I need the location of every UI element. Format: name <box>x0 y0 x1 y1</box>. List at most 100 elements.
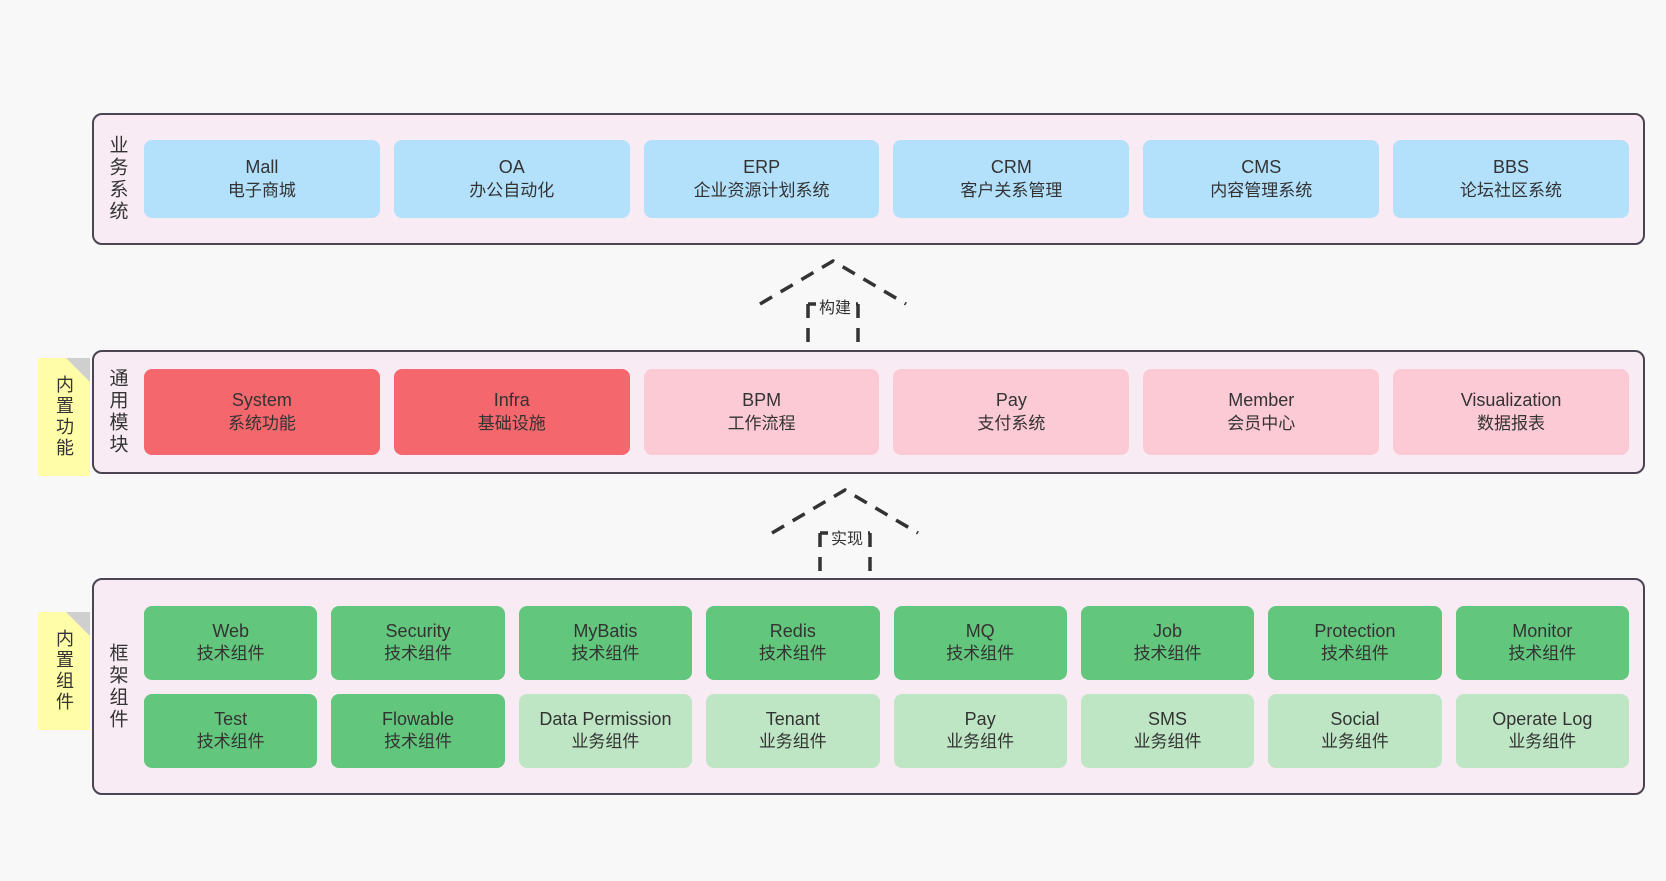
sticky-note-builtin-component: 内置组件 <box>38 612 90 730</box>
node-title: ERP <box>743 157 781 178</box>
node-monitor[interactable]: Monitor 技术组件 <box>1455 605 1629 680</box>
node-pay-component[interactable]: Pay 业务组件 <box>893 693 1067 768</box>
node-subtitle: 论坛社区系统 <box>1460 180 1563 200</box>
layer-common-module: 通用模块 System 系统功能 Infra 基础设施 BPM 工作流程 Pay… <box>92 350 1645 474</box>
node-title: Web <box>212 620 250 641</box>
node-title: Operate Log <box>1492 708 1593 729</box>
node-subtitle: 支付系统 <box>977 413 1046 433</box>
node-subtitle: 技术组件 <box>1320 644 1389 664</box>
layer-body-common-module: System 系统功能 Infra 基础设施 BPM 工作流程 Pay 支付系统… <box>140 352 1643 472</box>
node-title: Security <box>385 620 451 641</box>
node-title: Infra <box>493 390 530 411</box>
node-title: BBS <box>1493 157 1530 178</box>
node-security[interactable]: Security 技术组件 <box>331 605 505 680</box>
node-title: Mall <box>245 157 279 178</box>
node-subtitle: 会员中心 <box>1227 413 1296 433</box>
connector-build: 构建 <box>758 258 908 348</box>
node-title: MyBatis <box>573 620 638 641</box>
node-subtitle: 客户关系管理 <box>960 180 1063 200</box>
node-subtitle: 技术组件 <box>1133 644 1202 664</box>
node-title: Redis <box>769 620 816 641</box>
node-title: Test <box>214 708 248 729</box>
box-row: System 系统功能 Infra 基础设施 BPM 工作流程 Pay 支付系统… <box>144 369 1629 455</box>
node-subtitle: 企业资源计划系统 <box>693 180 830 200</box>
node-system[interactable]: System 系统功能 <box>144 369 380 455</box>
node-title: Monitor <box>1512 620 1573 641</box>
node-subtitle: 工作流程 <box>727 413 796 433</box>
node-subtitle: 办公自动化 <box>469 180 555 200</box>
layer-body-framework-component: Web 技术组件 Security 技术组件 MyBatis 技术组件 Redi… <box>140 580 1643 793</box>
sticky-note-label: 内置组件 <box>54 629 74 713</box>
node-subtitle: 电子商城 <box>227 180 296 200</box>
node-sms[interactable]: SMS 业务组件 <box>1080 693 1255 768</box>
layer-label-framework-component: 框架组件 <box>106 642 128 731</box>
node-subtitle: 业务组件 <box>1320 732 1389 752</box>
node-oa[interactable]: OA 办公自动化 <box>393 140 630 218</box>
node-title: Protection <box>1314 620 1396 641</box>
node-subtitle: 技术组件 <box>758 644 827 664</box>
box-row: Web 技术组件 Security 技术组件 MyBatis 技术组件 Redi… <box>144 605 1629 680</box>
node-operate-log[interactable]: Operate Log 业务组件 <box>1455 693 1629 768</box>
node-erp[interactable]: ERP 企业资源计划系统 <box>643 140 880 218</box>
node-subtitle: 技术组件 <box>571 644 640 664</box>
node-member[interactable]: Member 会员中心 <box>1143 369 1380 455</box>
connector-implement: 实现 <box>770 487 920 577</box>
node-title: OA <box>498 157 525 178</box>
sticky-note-label: 内置功能 <box>54 375 74 459</box>
connector-build-label: 构建 <box>816 294 855 318</box>
node-title: Visualization <box>1460 390 1562 411</box>
node-mq[interactable]: MQ 技术组件 <box>893 605 1067 680</box>
node-subtitle: 业务组件 <box>758 732 827 752</box>
node-tenant[interactable]: Tenant 业务组件 <box>706 693 880 768</box>
node-title: Job <box>1153 620 1183 641</box>
node-bpm[interactable]: BPM 工作流程 <box>643 369 880 455</box>
node-title: CMS <box>1241 157 1282 178</box>
node-title: Social <box>1330 708 1380 729</box>
node-social[interactable]: Social 业务组件 <box>1268 693 1442 768</box>
node-subtitle: 业务组件 <box>1133 732 1202 752</box>
node-subtitle: 技术组件 <box>384 644 453 664</box>
box-row: Mall 电子商城 OA 办公自动化 ERP 企业资源计划系统 CRM 客户关系… <box>144 140 1629 218</box>
node-redis[interactable]: Redis 技术组件 <box>706 605 880 680</box>
node-test[interactable]: Test 技术组件 <box>144 693 318 768</box>
node-mybatis[interactable]: MyBatis 技术组件 <box>518 605 693 680</box>
node-subtitle: 技术组件 <box>946 644 1015 664</box>
node-title: CRM <box>990 157 1032 178</box>
node-job[interactable]: Job 技术组件 <box>1080 605 1255 680</box>
node-web[interactable]: Web 技术组件 <box>144 605 318 680</box>
node-title: Member <box>1228 390 1295 411</box>
node-crm[interactable]: CRM 客户关系管理 <box>893 140 1130 218</box>
node-pay[interactable]: Pay 支付系统 <box>893 369 1130 455</box>
node-subtitle: 系统功能 <box>227 413 296 433</box>
node-flowable[interactable]: Flowable 技术组件 <box>331 693 505 768</box>
layer-framework-component: 框架组件 Web 技术组件 Security 技术组件 MyBatis 技术组件… <box>92 578 1645 795</box>
node-protection[interactable]: Protection 技术组件 <box>1268 605 1442 680</box>
node-infra[interactable]: Infra 基础设施 <box>393 369 630 455</box>
node-bbs[interactable]: BBS 论坛社区系统 <box>1393 140 1629 218</box>
node-title: SMS <box>1148 708 1188 729</box>
node-data-permission[interactable]: Data Permission 业务组件 <box>518 693 693 768</box>
node-subtitle: 技术组件 <box>1508 644 1577 664</box>
node-title: MQ <box>965 620 995 641</box>
node-subtitle: 内容管理系统 <box>1210 180 1313 200</box>
node-title: Flowable <box>382 708 455 729</box>
node-title: System <box>231 390 292 411</box>
node-title: Data Permission <box>539 708 672 729</box>
node-title: Pay <box>964 708 996 729</box>
node-mall[interactable]: Mall 电子商城 <box>144 140 380 218</box>
node-subtitle: 数据报表 <box>1477 413 1546 433</box>
layer-label-common-module: 通用模块 <box>106 368 128 456</box>
sticky-note-builtin-feature: 内置功能 <box>38 358 90 476</box>
arrow-head-path <box>771 487 919 535</box>
node-subtitle: 业务组件 <box>946 732 1015 752</box>
node-title: Pay <box>995 390 1027 411</box>
node-title: BPM <box>742 390 782 411</box>
node-subtitle: 技术组件 <box>196 732 265 752</box>
node-cms[interactable]: CMS 内容管理系统 <box>1143 140 1380 218</box>
node-visualization[interactable]: Visualization 数据报表 <box>1393 369 1629 455</box>
node-title: Tenant <box>765 708 820 729</box>
node-subtitle: 技术组件 <box>196 644 265 664</box>
layer-label-business-system: 业务系统 <box>106 135 128 223</box>
layer-body-business-system: Mall 电子商城 OA 办公自动化 ERP 企业资源计划系统 CRM 客户关系… <box>140 115 1643 243</box>
